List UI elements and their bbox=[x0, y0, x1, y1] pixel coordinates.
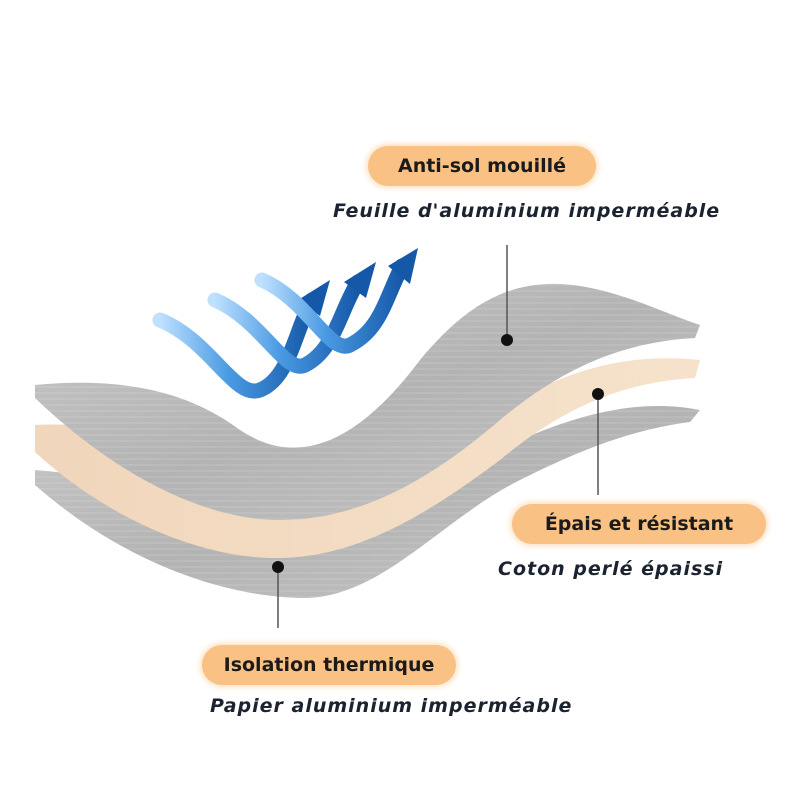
label-title-top: Anti-sol mouillé bbox=[368, 146, 596, 186]
arrowhead-icon bbox=[298, 280, 330, 316]
label-subtitle-bottom: Papier aluminium imperméable bbox=[210, 695, 573, 717]
wave-arrow-icon bbox=[152, 292, 320, 399]
middle-foam-layer bbox=[35, 358, 700, 559]
label-title-bottom: Isolation thermique bbox=[202, 645, 456, 685]
callout-dot-middle bbox=[592, 388, 604, 400]
label-subtitle-middle: Coton perlé épaissi bbox=[498, 558, 724, 580]
moisture-arrows bbox=[152, 248, 418, 399]
label-subtitle-top: Feuille d'aluminium imperméable bbox=[333, 200, 721, 222]
arrowhead-icon bbox=[388, 248, 418, 284]
wave-arrow-icon bbox=[254, 258, 410, 354]
arrowhead-icon bbox=[344, 262, 376, 298]
wave-arrow-icon bbox=[207, 274, 366, 374]
label-title-middle: Épais et résistant bbox=[512, 504, 766, 544]
leader-lines bbox=[277, 245, 599, 628]
callout-dot-bottom bbox=[272, 561, 284, 573]
callout-dot-top bbox=[501, 334, 513, 346]
